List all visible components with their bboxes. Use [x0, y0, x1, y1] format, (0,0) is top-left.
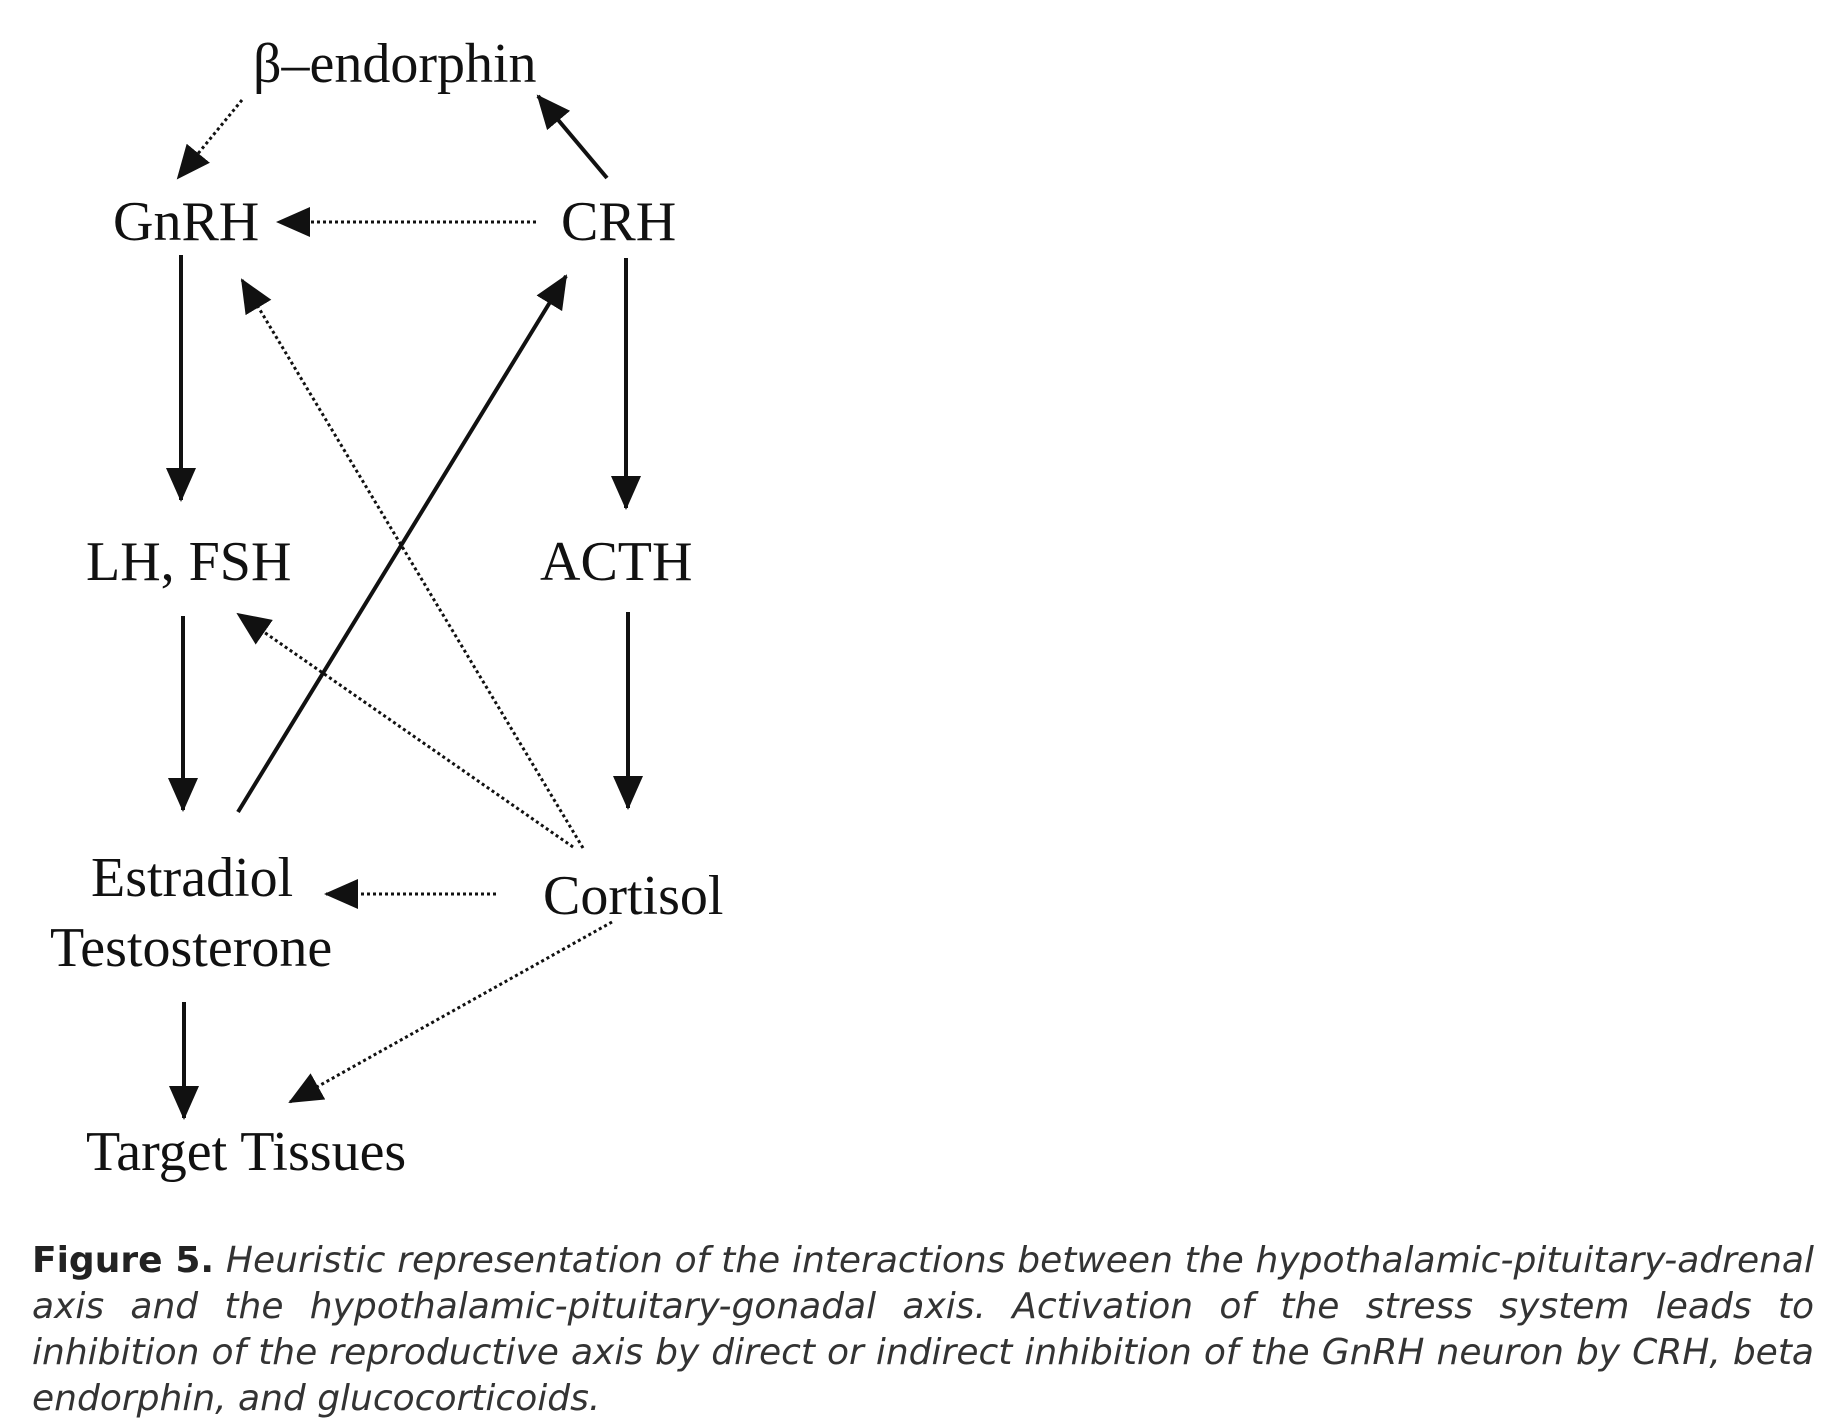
edge-cortisol-to-gnrh [240, 278, 585, 849]
node-beta-endorphin: β–endorphin [253, 33, 537, 95]
node-gnrh: GnRH [113, 191, 259, 253]
caption-label: Figure 5. [32, 1240, 215, 1281]
node-testosterone: Testosterone [50, 917, 332, 979]
edge-cortisol-to-target-tissues [288, 920, 613, 1104]
edge-cortisol-to-lh-fsh [236, 612, 574, 849]
node-lh-fsh: LH, FSH [86, 531, 291, 593]
figure-caption: Figure 5. Heuristic representation of th… [32, 1238, 1814, 1422]
node-acth: ACTH [540, 531, 692, 593]
edge-estradiol-to-crh [236, 274, 568, 814]
node-cortisol: Cortisol [543, 865, 723, 927]
edge-layer [166, 94, 643, 1120]
node-target-tissues: Target Tissues [86, 1121, 406, 1183]
edge-crh-to-beta-endorphin [536, 94, 609, 180]
edge-beta-endorphin-to-gnrh [176, 99, 244, 180]
node-estradiol: Estradiol [91, 847, 293, 909]
node-crh: CRH [561, 191, 676, 253]
node-layer: β–endorphin GnRH CRH LH, FSH ACTH Estrad… [50, 33, 723, 1183]
caption-text: Heuristic representation of the interact… [32, 1240, 1814, 1419]
